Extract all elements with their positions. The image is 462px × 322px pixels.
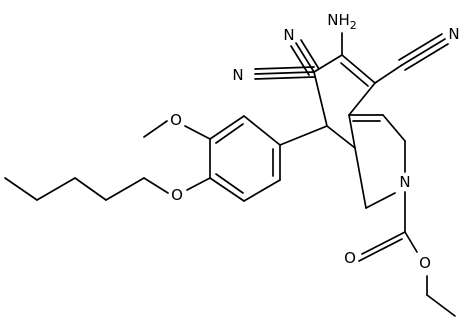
bond-c6-c5-double <box>341 54 376 84</box>
nitrile-left-n-label: N <box>232 66 243 84</box>
bond-ar-c5-c6 <box>243 179 281 202</box>
bond-pentyl-c1-c2 <box>105 177 145 201</box>
bond-c5-c4a <box>348 82 376 116</box>
methoxy-oxygen-label: O <box>170 111 182 129</box>
bond-carbonyl-o-ester <box>404 231 418 253</box>
bond-c8a-c8 <box>326 125 356 149</box>
bond-cn-top-triple-3 <box>290 45 310 76</box>
nitrile-right-n-label: N <box>448 25 459 43</box>
atom-labels: NH2 N N N O O N O O <box>170 11 460 272</box>
carbonyl-oxygen-label: O <box>344 249 356 267</box>
amino-label: NH2 <box>327 11 357 32</box>
bond-cn-left-triple-2 <box>254 66 315 70</box>
nitrile-top-n-label: N <box>283 26 294 44</box>
bond-cn-right-triple-1 <box>401 38 446 66</box>
bond-o-methyl <box>143 120 168 138</box>
bond-carbonyl-double-1 <box>361 231 406 255</box>
bond-c4-c3 <box>382 114 406 142</box>
bond-cn-right-triple-3 <box>404 43 449 71</box>
bond-cn-left-triple-1 <box>254 71 315 75</box>
bond-c8-c7 <box>313 71 328 127</box>
bond-ar-c4-c5 <box>209 177 245 202</box>
bond-ar-o-pentyl <box>186 177 211 191</box>
bond-ar-c1-c2 <box>243 115 281 146</box>
bond-cn-right-triple-2 <box>398 33 443 61</box>
bond-o-pentyl-c1 <box>143 177 169 194</box>
bond-cn-left-triple-3 <box>254 76 315 80</box>
bond-ar-inner-2 <box>215 173 244 194</box>
ring-nitrogen-label: N <box>399 173 410 191</box>
bond-n-c1 <box>365 192 396 209</box>
bond-ar-o-methoxy <box>184 125 211 140</box>
bond-ar-inner-1 <box>215 123 244 144</box>
bond-c1-c8a <box>354 147 367 209</box>
bond-cn-top-triple-2 <box>300 39 320 70</box>
bond-c5-cn <box>374 64 403 84</box>
bond-c8-aryl <box>279 125 328 146</box>
bond-c6-c5-double-inner <box>340 62 369 87</box>
bonds <box>4 32 456 317</box>
pentyloxy-oxygen-label: O <box>171 186 183 204</box>
bond-pentyl-c2-c3 <box>74 177 107 201</box>
bond-pentyl-c4-c5 <box>4 177 38 201</box>
bond-carbonyl-double-2 <box>358 238 403 262</box>
bond-c7-c6 <box>313 54 343 73</box>
ester-oxygen-label: O <box>419 254 431 272</box>
bond-pentyl-c3-c4 <box>36 177 76 201</box>
bond-ethyl-c1-c2 <box>426 294 456 317</box>
bond-c8a-c4a <box>348 114 356 149</box>
bond-ar-c2-c3 <box>209 115 245 140</box>
